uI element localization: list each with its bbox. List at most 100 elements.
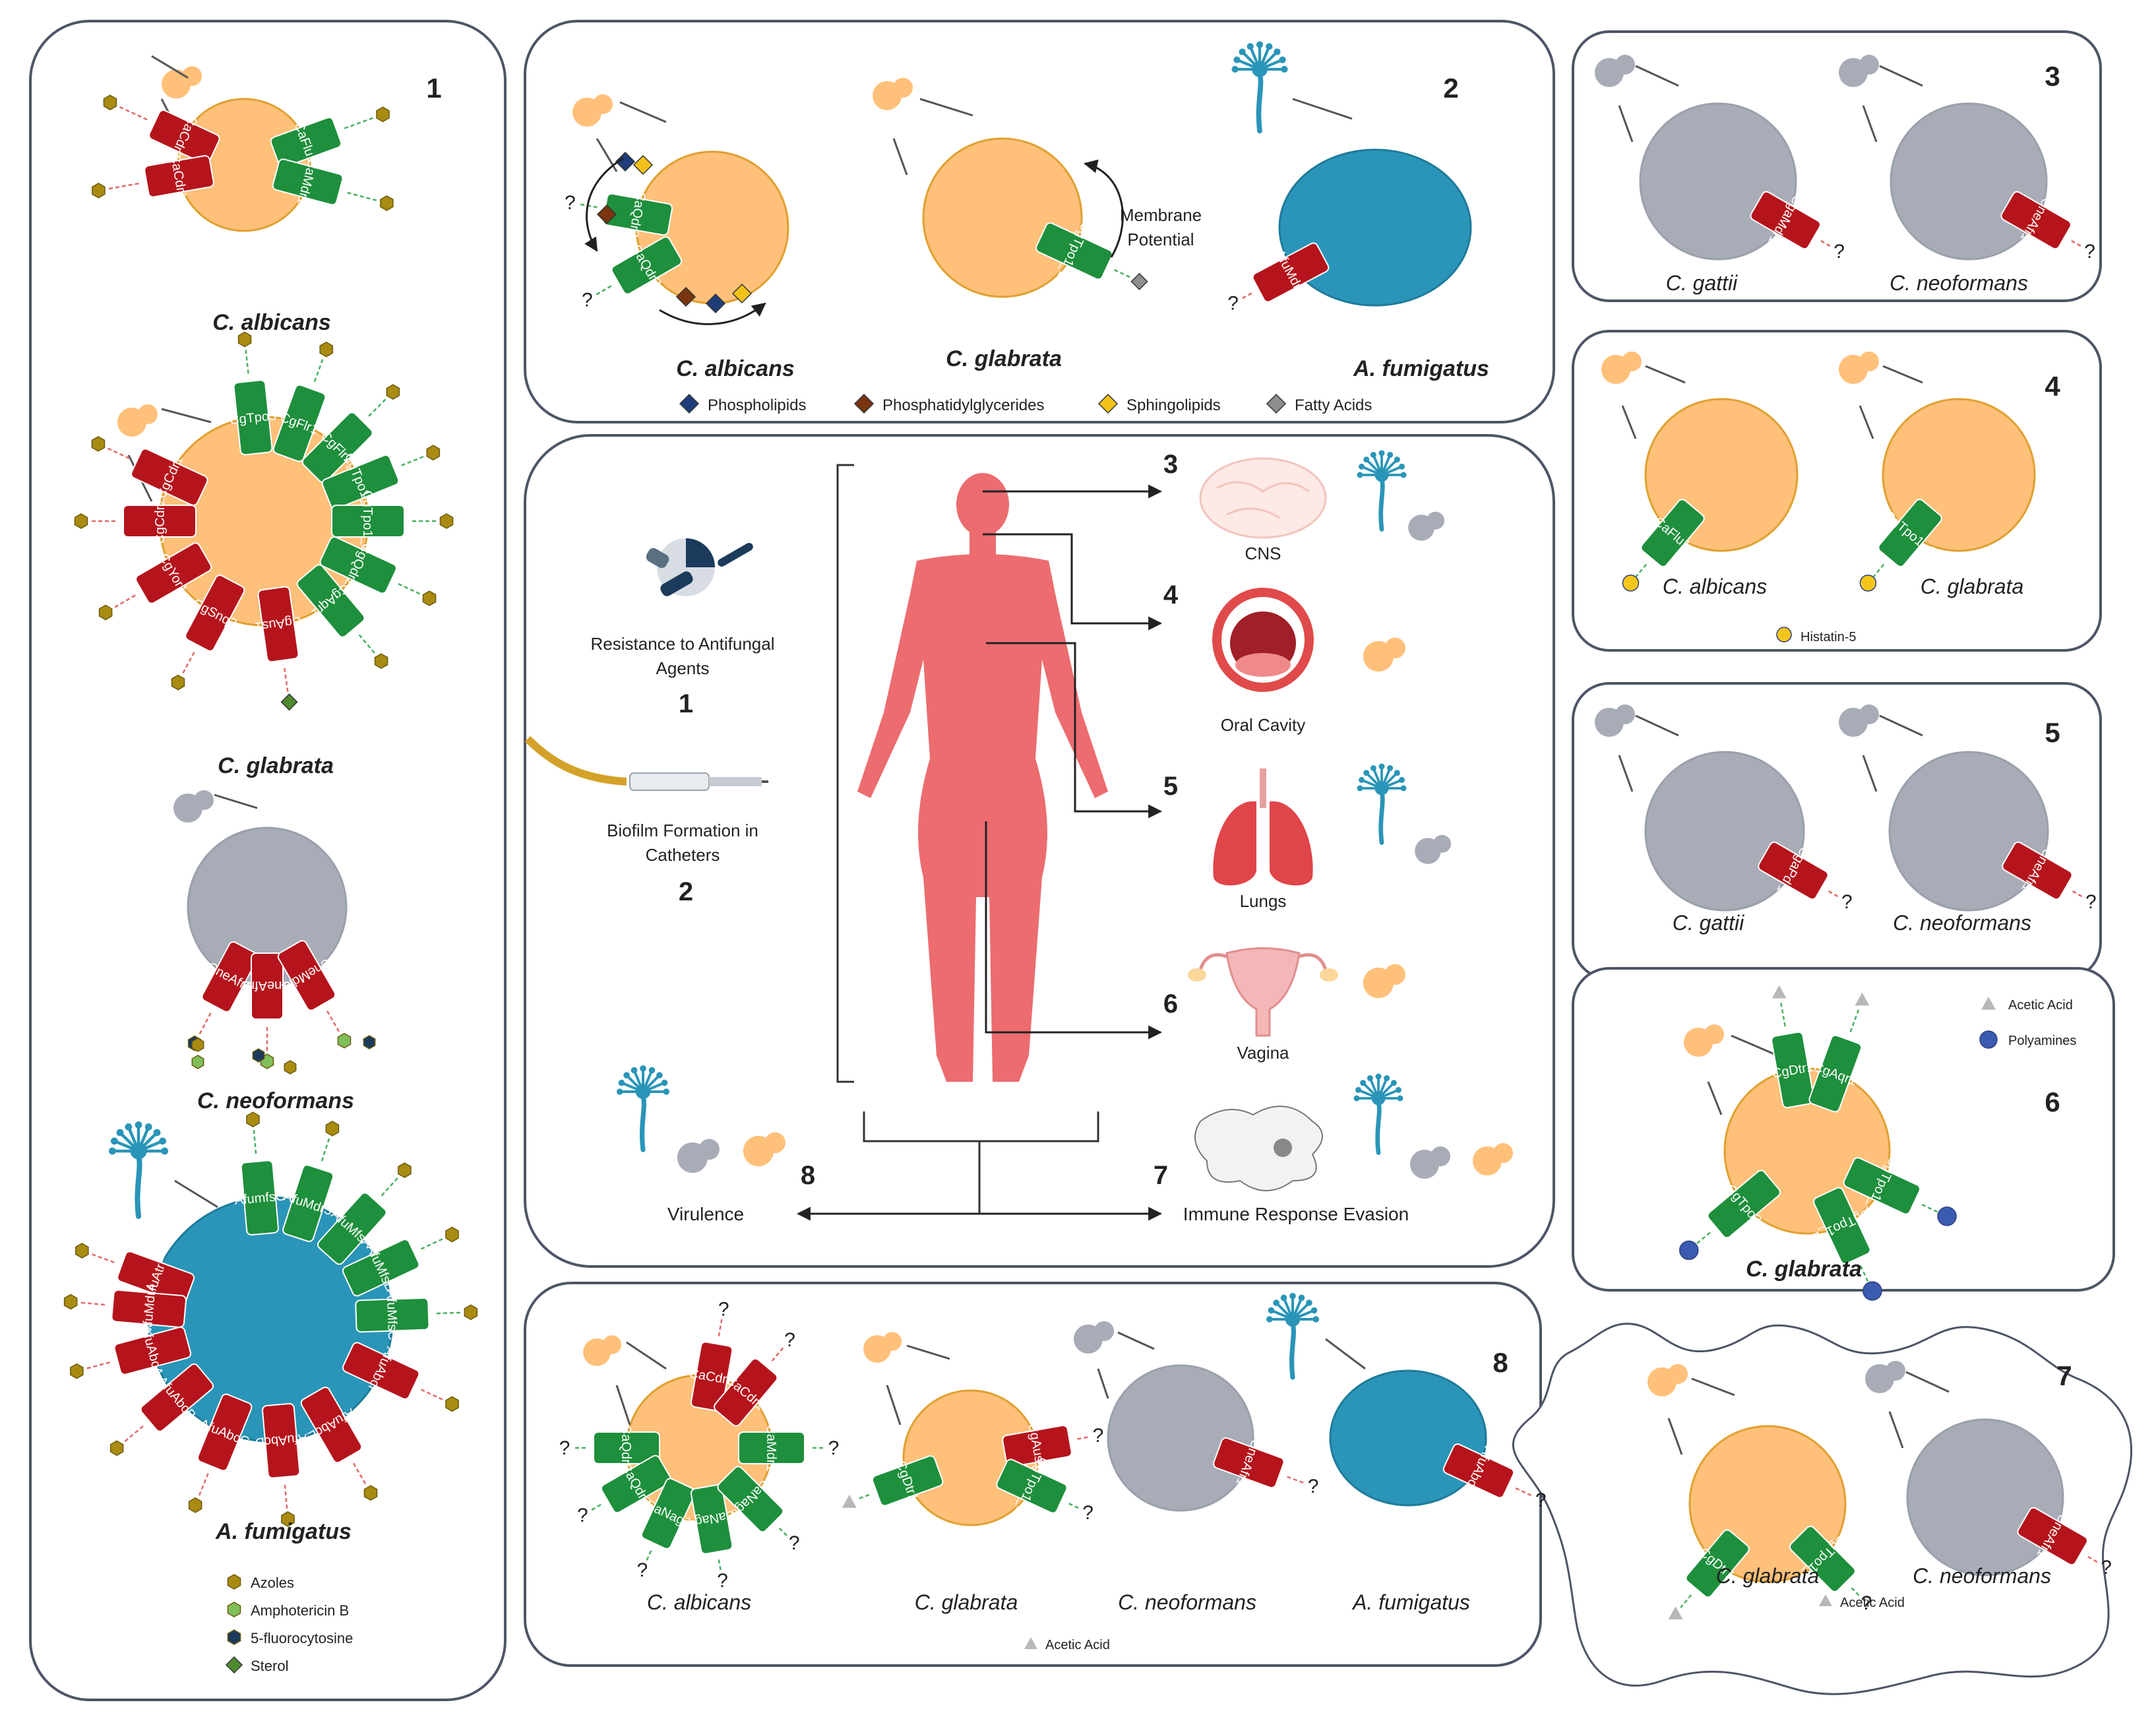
mold-icon-spore [135, 1121, 142, 1129]
transporter: CgDtr1 [1685, 1529, 1750, 1598]
abc-transporter [300, 1387, 363, 1464]
unknown-substrate-label: ? [565, 192, 576, 214]
mold-icon-spore [144, 1123, 152, 1131]
transporter: CaCdr1 [144, 153, 214, 200]
mold-icon-spore [1400, 472, 1407, 478]
abc-transporter [197, 1393, 253, 1472]
mfs-transporter [272, 158, 344, 206]
transporter: CneAfr1 [1213, 1437, 1285, 1489]
connector-line [1888, 1411, 1904, 1449]
membrane-potential-arrow [1083, 159, 1124, 258]
yeast-icon-bud [1622, 352, 1642, 371]
yeast-icon-bud [1859, 55, 1879, 75]
efflux-arrow [589, 1503, 601, 1513]
efflux-arrow [284, 1484, 288, 1511]
efflux-arrow [718, 1559, 722, 1573]
species-label: C. neoformans [1890, 271, 2028, 295]
azole-icon [70, 1363, 84, 1379]
abc-transporter [251, 953, 284, 1020]
mold-icon-conidiophore [1365, 772, 1383, 790]
azole-icon [284, 1060, 297, 1075]
species-label: C. glabrata [946, 346, 1062, 371]
unknown-substrate-label: ? [636, 1559, 648, 1581]
mold-icon-spore [1378, 450, 1385, 456]
abc-transporter [131, 448, 208, 506]
abc-transporter [111, 1289, 187, 1328]
mfs-transporter [270, 117, 342, 168]
yeast-icon [173, 790, 214, 823]
yeast-icon [1415, 834, 1452, 864]
transporter: CaNag4 [687, 1484, 737, 1555]
transporter: AfuAbcA [113, 1325, 192, 1378]
mold-icon-spore [640, 1065, 646, 1072]
connector-line [1905, 1371, 1950, 1393]
mfs-transporter [233, 379, 273, 456]
transporter: CgTpo1_1 [331, 490, 405, 552]
mfs-transporter [996, 1458, 1068, 1514]
species-label: C. glabrata [1746, 1257, 1862, 1282]
efflux-arrow [1872, 563, 1885, 578]
unknown-substrate-label: ? [577, 1505, 588, 1526]
yeast-icon [1839, 352, 1879, 384]
connector-line [1635, 714, 1679, 737]
sphingolipid-icon [731, 283, 753, 304]
unknown-substrate-label: ? [1535, 1489, 1547, 1511]
polyamine-icon [1679, 1240, 1699, 1261]
center-item-number: 7 [1154, 1161, 1168, 1190]
transporter: CaNag6 [717, 1466, 784, 1533]
mold-icon-spore [1387, 452, 1394, 458]
abc-transporter [690, 1341, 733, 1412]
transporter: CaCdr1 [714, 1358, 778, 1427]
transporter-label: CneAfr2 [243, 978, 291, 993]
yeast-icon-bud [1668, 1364, 1688, 1384]
transporter: CgDtr1 [871, 1455, 944, 1507]
mold-icon-stalk [1378, 790, 1385, 845]
pill-icon-segment [686, 538, 715, 567]
mold-icon-conidiophore [137, 1131, 158, 1152]
transporter-label: CgCdr2 [153, 499, 168, 544]
efflux-arrow [122, 1425, 144, 1444]
macrophage-icon [1194, 1106, 1323, 1191]
efflux-arrow [1694, 1232, 1711, 1246]
yeast-icon-bud [1859, 352, 1879, 371]
mfs-transporter [593, 1431, 660, 1464]
mold-icon-conidiophore [1282, 1297, 1294, 1320]
azole-icon [237, 331, 252, 348]
legend-label: Acetic Acid [1045, 1638, 1110, 1652]
mold-icon [1353, 1073, 1403, 1155]
mold-icon-spore [1375, 1073, 1382, 1080]
species-label: A. fumigatus [1351, 1590, 1470, 1614]
acetic-acid-icon [842, 1495, 857, 1508]
transporter: AfuAbcB [140, 1363, 214, 1432]
unknown-substrate-label: ? [2084, 241, 2095, 263]
mold-icon-spore [109, 1147, 116, 1155]
azole-icon [319, 341, 334, 358]
connector-line [615, 1385, 631, 1425]
transporter: AfuMfsB [342, 1239, 420, 1297]
yeast-icon-bud [764, 1132, 785, 1154]
transporter: CaQdr3 [611, 236, 683, 295]
mfs-transporter [738, 1431, 805, 1464]
species-label: C. glabrata [1716, 1564, 1820, 1588]
mold-icon-conidiophore [1291, 1297, 1303, 1320]
efflux-arrow [1680, 1594, 1692, 1608]
connector-line [1618, 105, 1634, 142]
fatty-acid-icon [1130, 272, 1148, 290]
efflux-arrow [1851, 1587, 1862, 1598]
connector-line [626, 1341, 667, 1370]
abc-transporter [201, 941, 259, 1013]
abc-transporter [185, 575, 245, 652]
center-item-number: 6 [1163, 989, 1178, 1018]
amphotericin-icon [191, 1055, 204, 1069]
body-torso [857, 554, 1108, 1082]
yeast-icon-bud [1493, 1143, 1513, 1163]
panel-number: 6 [2045, 1086, 2060, 1117]
mold-icon-spore [1357, 472, 1363, 478]
mouth-icon [1212, 588, 1314, 692]
mfs-transporter [717, 1466, 784, 1533]
pill-icon [646, 538, 753, 596]
mold-icon-conidiophore [1381, 465, 1403, 476]
mfs-transporter [296, 564, 365, 638]
human-body-icon [857, 473, 1108, 1082]
mold-icon-spore [1367, 1075, 1373, 1082]
